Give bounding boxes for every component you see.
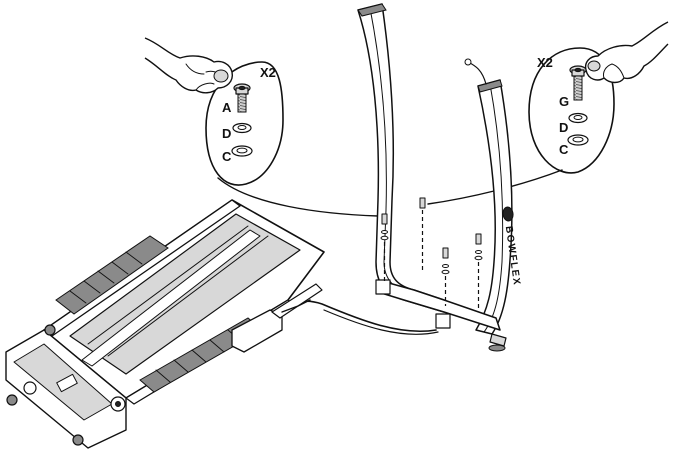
right-part-label-g: G: [559, 94, 569, 109]
washer-c-icon: [568, 135, 588, 145]
left-part-label-d: D: [222, 126, 231, 141]
right-quantity-label: X2: [537, 55, 553, 70]
upright-frame: BOWFLEX: [284, 4, 523, 351]
washer-d-icon: [233, 124, 251, 133]
bolt-icon: [442, 248, 449, 306]
wheel-icon: [45, 325, 55, 335]
console-cable: [284, 301, 436, 331]
treadmill-base: [6, 200, 324, 448]
washer-d-icon: [569, 114, 587, 123]
left-quantity-label: X2: [260, 65, 276, 80]
wheel-icon: [7, 395, 17, 405]
leveling-foot: [490, 334, 506, 346]
bolt-icon: [475, 234, 482, 310]
left-callout: X2 A D C: [145, 38, 378, 216]
left-part-label-a: A: [222, 100, 232, 115]
washer-c-icon: [232, 146, 252, 156]
cable: [468, 62, 486, 84]
bolt-icon: [420, 198, 425, 272]
bolt-g-icon: [570, 66, 586, 100]
right-part-label-d: D: [559, 120, 568, 135]
wheel-icon: [73, 435, 83, 445]
right-part-label-c: C: [559, 142, 569, 157]
bolt-a-icon: [234, 84, 250, 112]
left-hand-icon: [145, 38, 232, 93]
left-upright-tube: [358, 4, 444, 312]
right-callout: X2 G D C: [428, 22, 668, 204]
right-hand-icon: [586, 22, 668, 83]
left-part-label-c: C: [222, 149, 232, 164]
